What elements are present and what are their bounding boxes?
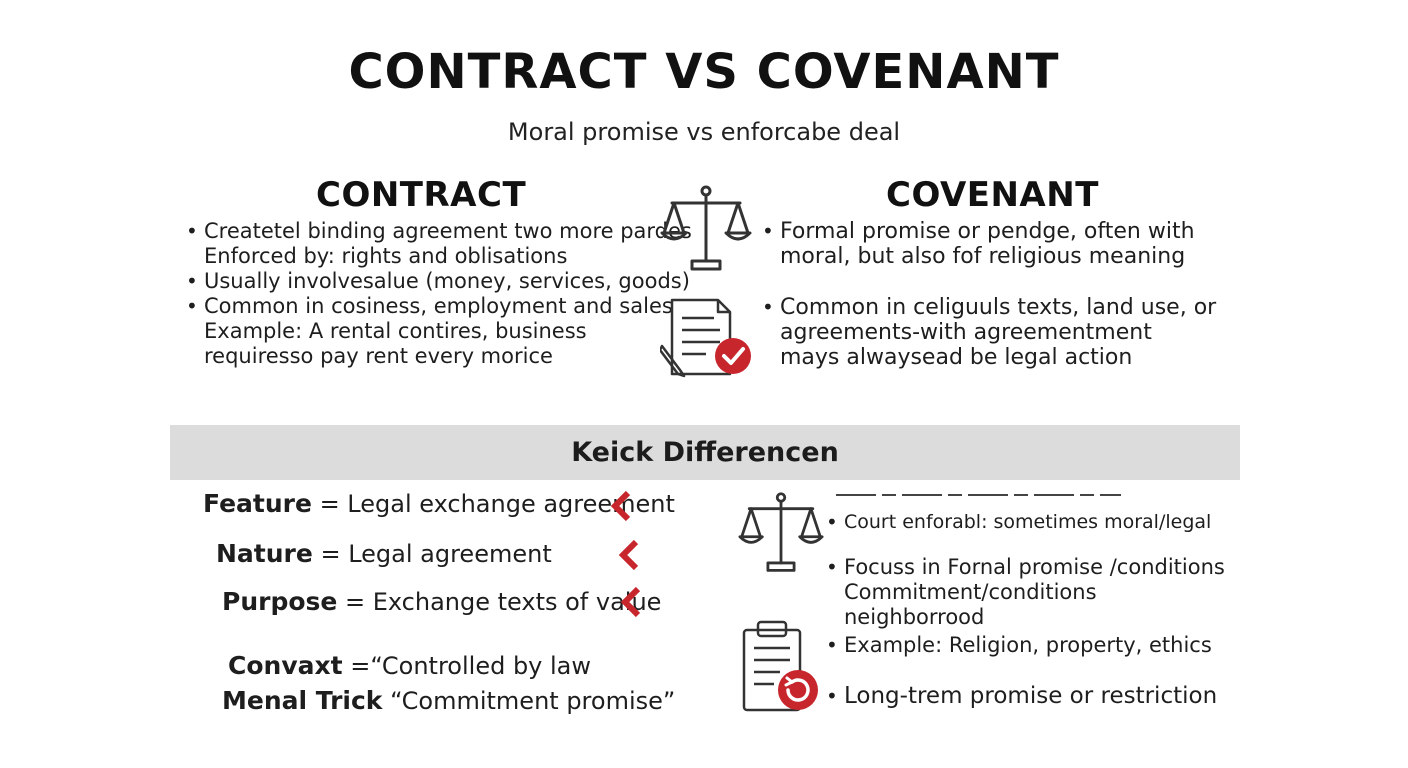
feature-row: Purpose = Exchange texts of value [222,587,661,616]
key-differences-label: Keick Differencen [571,437,839,468]
covenant-item: Common in celiguuls texts, land use, or [762,295,1216,320]
page-subtitle: Moral promise vs enforcabe deal [507,118,901,146]
clipboard-refresh-icon [742,620,818,712]
covenant-diff-item: Focuss in Fornal promise /conditions [826,555,1225,580]
feature-value: = Legal agreement [312,540,552,568]
contract-item: Enforced by: rights and oblisations [204,244,568,268]
covenant-diff-list-4: Long-trem promise or restriction [826,684,1217,710]
covenant-heading: COVENANT [886,175,1099,215]
divider [836,494,1121,496]
covenant-diff-item: neighborrood [844,605,985,629]
covenant-diff-item: Commitment/conditions [844,580,1097,604]
feature-key: Purpose [222,587,338,616]
chevron-left-icon [610,491,631,521]
chevron-left-icon [618,540,639,570]
covenant-item: Formal promise or pendge, often with [762,219,1195,244]
scales-of-justice-icon [738,492,824,572]
covenant-list: Formal promise or pendge, often with mor… [762,219,1195,269]
contract-item: Createtel binding agreement two more par… [186,219,692,244]
feature-row: Nature = Legal agreement [216,539,552,568]
covenant-list-2: Common in celiguuls texts, land use, or … [762,295,1216,370]
feature-row: Convaxt =“Controlled by law [228,651,591,680]
feature-key: Nature [216,539,313,568]
contract-list: Createtel binding agreement two more par… [186,219,692,369]
feature-value: = Exchange texts of value [337,588,662,616]
covenant-item: moral, but also fof religious meaning [780,244,1186,269]
feature-value: “Commitment promise” [382,687,676,715]
covenant-diff-item: Long-trem promise or restriction [826,684,1217,710]
chevron-left-icon [620,587,641,617]
contract-heading: CONTRACT [316,175,527,215]
contract-item: requiresso pay rent every morice [204,344,553,368]
key-differences-band [170,425,1240,480]
covenant-diff-item: Court enforabl: sometimes moral/legal [826,510,1211,535]
covenant-diff-list-2: Focuss in Fornal promise /conditions Com… [826,555,1225,630]
covenant-diff-item: Example: Religion, property, ethics [826,633,1212,658]
feature-row: Menal Trick “Commitment promise” [222,686,675,715]
document-checkmark-icon [660,298,751,378]
contract-item: Usually involvesalue (money, services, g… [186,269,692,294]
covenant-item: agreements-with agreementment [780,320,1152,345]
covenant-diff-list: Court enforabl: sometimes moral/legal [826,510,1211,535]
feature-key: Menal Trick [222,686,383,715]
feature-key: Convaxt [228,651,343,680]
covenant-diff-list-3: Example: Religion, property, ethics [826,633,1212,658]
feature-key: Feature [203,489,312,518]
page-title: CONTRACT VS COVENANT [348,44,1060,100]
scales-of-justice-icon [660,185,752,271]
feature-value: =“Controlled by law [342,652,592,680]
contract-item: Example: A rental contires, business [204,319,587,343]
feature-row: Feature = Legal exchange agreement [203,489,675,518]
contract-item: Common in cosiness, employment and sales [186,294,692,319]
covenant-item: mays alwaysead be legal action [780,345,1133,370]
